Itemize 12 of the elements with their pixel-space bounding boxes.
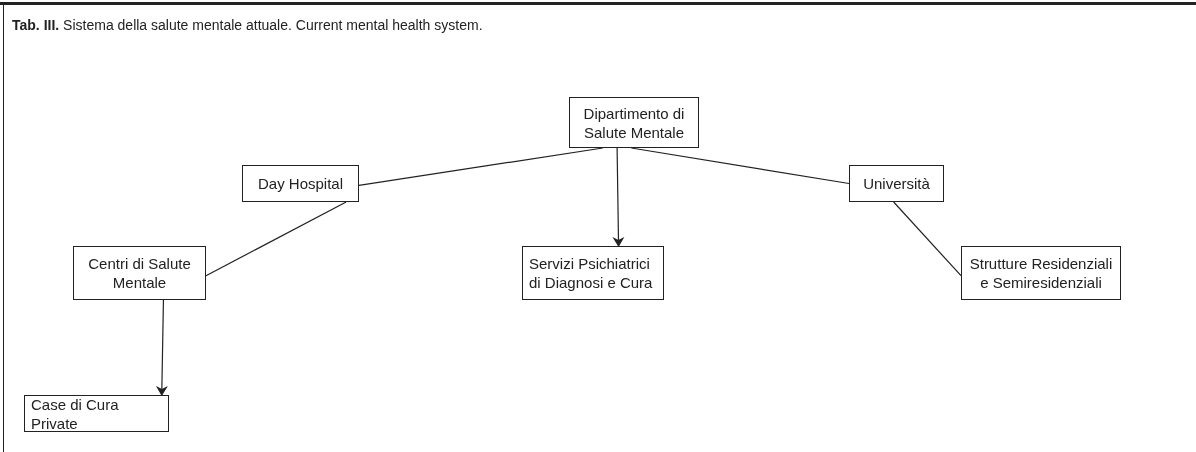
connector-line: [893, 201, 962, 277]
connector-line: [205, 201, 347, 277]
text-box: Day Hospital: [242, 165, 359, 202]
text-box: Dipartimento di Salute Mentale: [569, 97, 699, 148]
arrow: [155, 299, 168, 396]
text-box: Strutture Residenziali e Semiresidenziali: [961, 246, 1121, 300]
arrow: [612, 147, 625, 247]
table-title: Tab. III. Sistema della salute mentale attuale. Current mental health system.: [12, 16, 483, 34]
text-box: Case di Cura Private: [24, 395, 169, 432]
text-box: Servizi Psichiatrici di Diagnosi e Cura: [522, 246, 664, 300]
text-box: Università: [849, 165, 944, 202]
text-box: Centri di Salute Mentale: [73, 246, 206, 300]
